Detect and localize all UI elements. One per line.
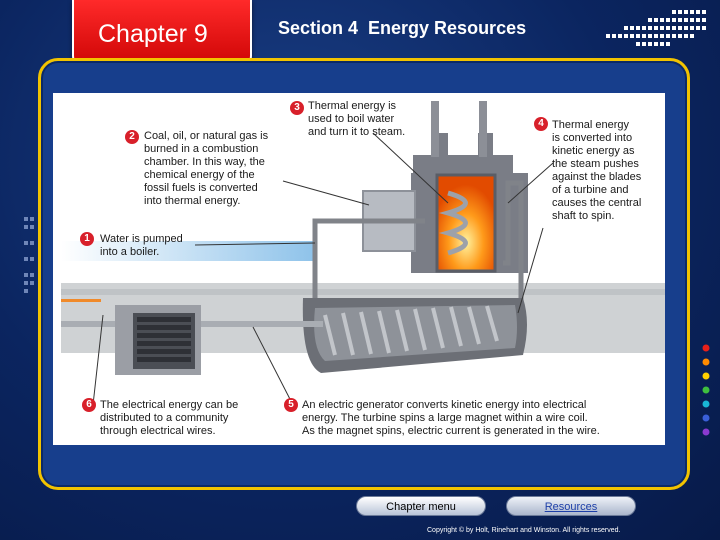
grid-pattern-icon [606,10,706,46]
section-title: Section 4 Energy Resources [278,18,527,38]
power-plant-illustration [61,101,665,406]
step-3-caption: Thermal energy is used to boil water and… [308,100,406,138]
step-5-marker: 5 [284,398,298,412]
chapter-title: Chapter 9 [98,20,208,48]
power-plant-diagram: 3 Thermal energy is used to boil water a… [53,93,665,445]
step-5-caption: An electric generator converts kinetic e… [302,399,600,437]
copyright-text: Copyright © by Holt, Rinehart and Winsto… [427,527,621,534]
resources-link[interactable]: Resources [506,496,636,516]
step-2-marker: 2 [125,130,139,144]
step-3-marker: 3 [290,101,304,115]
step-1-caption: Water is pumped into a boiler. [100,233,183,258]
step-1-marker: 1 [80,232,94,246]
step-6-marker: 6 [82,398,96,412]
step-6-caption: The electrical energy can be distributed… [100,399,239,437]
step-4-caption: Thermal energy is converted into kinetic… [552,119,642,222]
step-4-marker: 4 [534,117,548,131]
nav-dots-icon [702,344,710,436]
grid-pattern-icon [24,217,34,293]
step-2-caption: Coal, oil, or natural gas is burned in a… [144,130,269,207]
chapter-menu-button[interactable]: Chapter menu [356,496,486,516]
